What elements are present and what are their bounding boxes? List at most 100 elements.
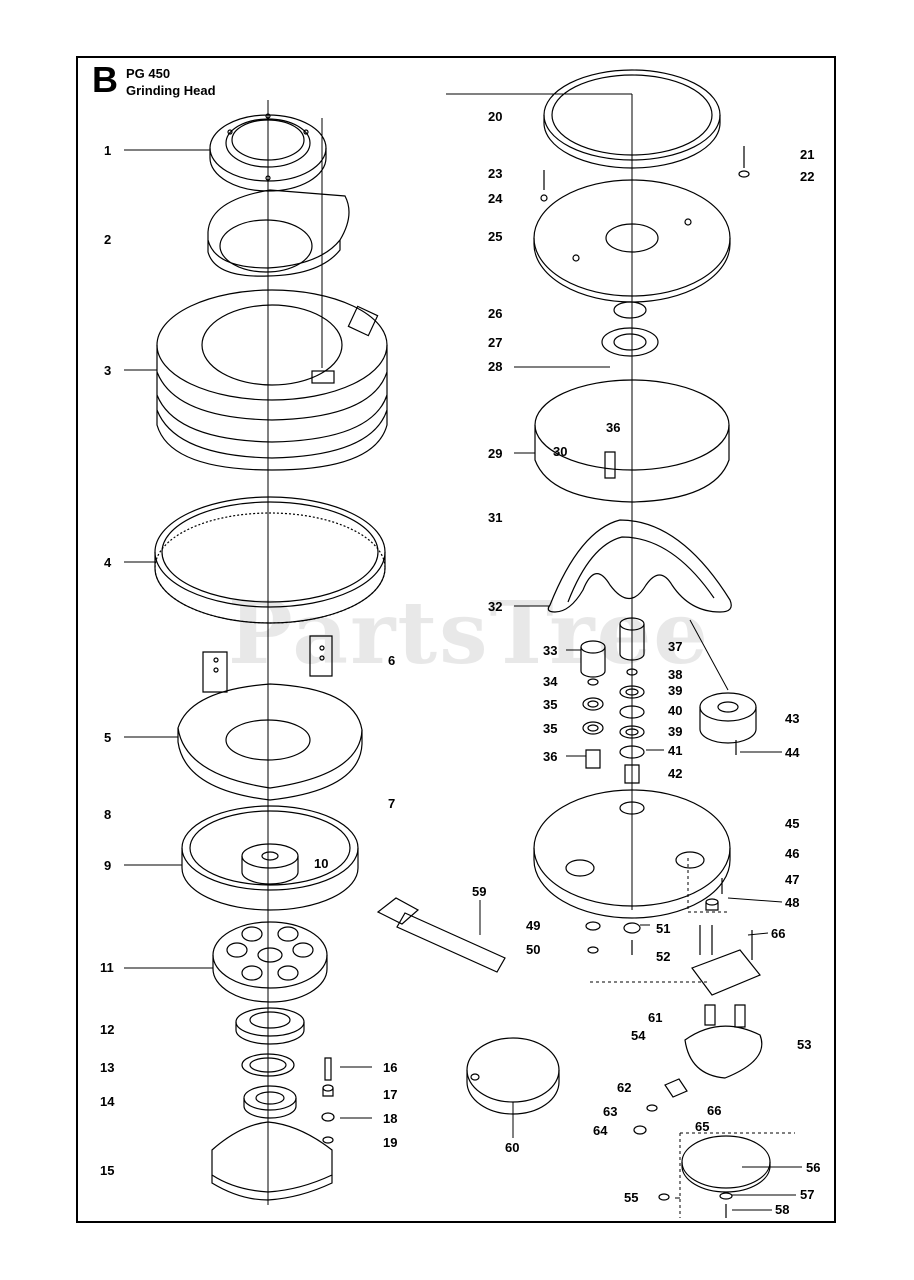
callout-12: 12 — [100, 1022, 115, 1037]
dashed-enclosures — [590, 858, 795, 1218]
callout-58: 58 — [775, 1202, 790, 1217]
callout-48: 48 — [785, 895, 800, 910]
callout-27: 27 — [488, 335, 503, 350]
callout-61: 61 — [648, 1010, 663, 1025]
callout-34: 34 — [543, 674, 558, 689]
callout-55: 55 — [624, 1190, 639, 1205]
callout-3: 3 — [104, 363, 112, 378]
callout-51: 51 — [656, 921, 671, 936]
callout-16: 16 — [383, 1060, 398, 1075]
callout-20: 20 — [488, 109, 503, 124]
part-11-carrier-disc — [212, 921, 328, 1003]
callout-2: 2 — [104, 232, 112, 247]
callout-60: 60 — [505, 1140, 520, 1155]
callout-52: 52 — [656, 949, 671, 964]
callout-33: 33 — [543, 643, 558, 658]
left-shaft-bearings — [582, 678, 604, 769]
callout-32: 32 — [488, 599, 503, 614]
part-14-bearing — [243, 1085, 297, 1119]
callout-64: 64 — [593, 1123, 608, 1138]
part-43-motor-pulley — [699, 692, 757, 755]
callout-45: 45 — [785, 816, 800, 831]
callout-46: 46 — [785, 846, 800, 861]
section-letter: B — [92, 59, 118, 100]
callout-47: 47 — [785, 872, 800, 887]
callout-38: 38 — [668, 667, 683, 682]
part-10-hub — [241, 843, 299, 885]
callout-66b: 66 — [707, 1103, 722, 1118]
part-12-flange — [235, 1007, 305, 1045]
part-5-plate — [177, 683, 363, 801]
right-leader-lines — [479, 366, 802, 1211]
callout-39a: 39 — [668, 683, 683, 698]
callout-29: 29 — [488, 446, 503, 461]
callout-14: 14 — [100, 1094, 115, 1109]
callout-28: 28 — [488, 359, 503, 374]
part-53-electrical-assembly — [633, 925, 763, 1135]
callout-17: 17 — [383, 1087, 398, 1102]
callout-23: 23 — [488, 166, 503, 181]
callout-65: 65 — [695, 1119, 710, 1134]
part-59-hammer — [376, 897, 506, 973]
part-37-pulley — [619, 617, 645, 661]
parts-21-24-bolts — [540, 146, 750, 202]
part-13-seal — [241, 1053, 295, 1077]
callout-39b: 39 — [668, 724, 683, 739]
callout-1: 1 — [104, 143, 112, 158]
model-label: PG 450 — [126, 66, 171, 81]
callout-26: 26 — [488, 306, 503, 321]
callout-44: 44 — [785, 745, 800, 760]
part-15-shield — [211, 1121, 333, 1201]
callout-42: 42 — [668, 766, 683, 781]
parts-26-27-seal-flange — [601, 301, 659, 357]
callout-49: 49 — [526, 918, 541, 933]
diagram-frame — [76, 56, 836, 1223]
watermark: PartsTree — [228, 583, 711, 684]
parts-16-19-fasteners — [321, 1057, 335, 1144]
callout-36a: 36 — [606, 420, 621, 435]
callout-35b: 35 — [543, 721, 558, 736]
callout-5: 5 — [104, 730, 112, 745]
callout-66a: 66 — [771, 926, 786, 941]
callout-56: 56 — [806, 1160, 821, 1175]
callout-8: 8 — [104, 807, 112, 822]
callout-54: 54 — [631, 1028, 646, 1043]
callout-35a: 35 — [543, 697, 558, 712]
callout-50: 50 — [526, 942, 541, 957]
part-29-drum — [534, 379, 730, 503]
callout-63: 63 — [603, 1104, 618, 1119]
callout-36b: 36 — [543, 749, 558, 764]
callout-11: 11 — [100, 960, 114, 975]
part-9-gear-ring — [181, 805, 359, 911]
callout-7: 7 — [388, 796, 396, 811]
callout-24: 24 — [488, 191, 503, 206]
callout-37: 37 — [668, 639, 683, 654]
part-3-housing — [156, 289, 388, 471]
part-6-brackets — [202, 635, 333, 693]
part-2-shroud — [207, 189, 350, 277]
callout-9: 9 — [104, 858, 112, 873]
part-33-pulley — [580, 640, 606, 678]
callout-15: 15 — [100, 1163, 115, 1178]
part-1-flange — [209, 113, 327, 192]
callout-57: 57 — [800, 1187, 815, 1202]
callout-13: 13 — [100, 1060, 115, 1075]
callout-31: 31 — [488, 510, 503, 525]
parts-47-48 — [705, 878, 723, 911]
callout-10: 10 — [314, 856, 329, 871]
callout-41: 41 — [668, 743, 683, 758]
callout-43: 43 — [785, 711, 800, 726]
callout-59: 59 — [472, 884, 487, 899]
diagram-title: Grinding Head — [126, 83, 216, 98]
part-20-frame-ring — [543, 69, 721, 169]
callout-19: 19 — [383, 1135, 398, 1150]
part-4-ring-gear — [154, 496, 386, 624]
parts-49-52-fasteners — [585, 921, 641, 955]
callout-30: 30 — [553, 444, 568, 459]
callout-21: 21 — [800, 147, 815, 162]
callout-4: 4 — [104, 555, 112, 570]
callout-40: 40 — [668, 703, 683, 718]
callout-22: 22 — [800, 169, 815, 184]
callout-6: 6 — [388, 653, 396, 668]
